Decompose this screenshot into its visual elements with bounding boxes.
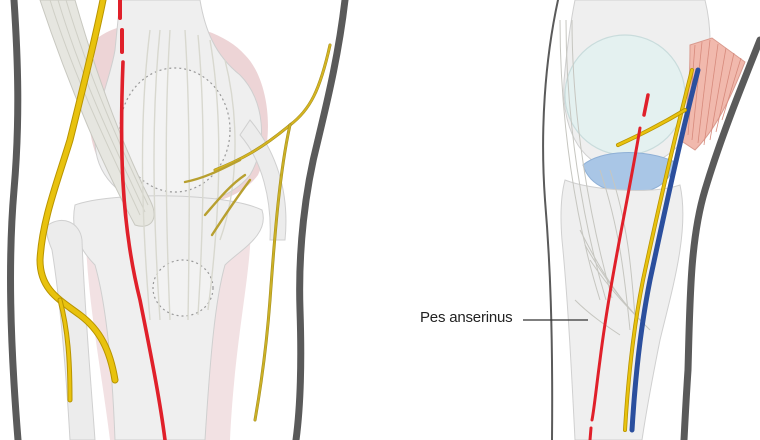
left-skin-outline <box>11 0 18 440</box>
condyle-cartilage <box>565 35 685 155</box>
anterior-knee-view <box>11 0 345 440</box>
medial-knee-view <box>523 0 760 440</box>
pes-anserinus-label: Pes anserinus <box>420 309 512 326</box>
right-skin-outline <box>296 0 345 440</box>
posterior-skin-outline <box>543 0 558 440</box>
patellar-tendon-outline <box>153 260 213 316</box>
